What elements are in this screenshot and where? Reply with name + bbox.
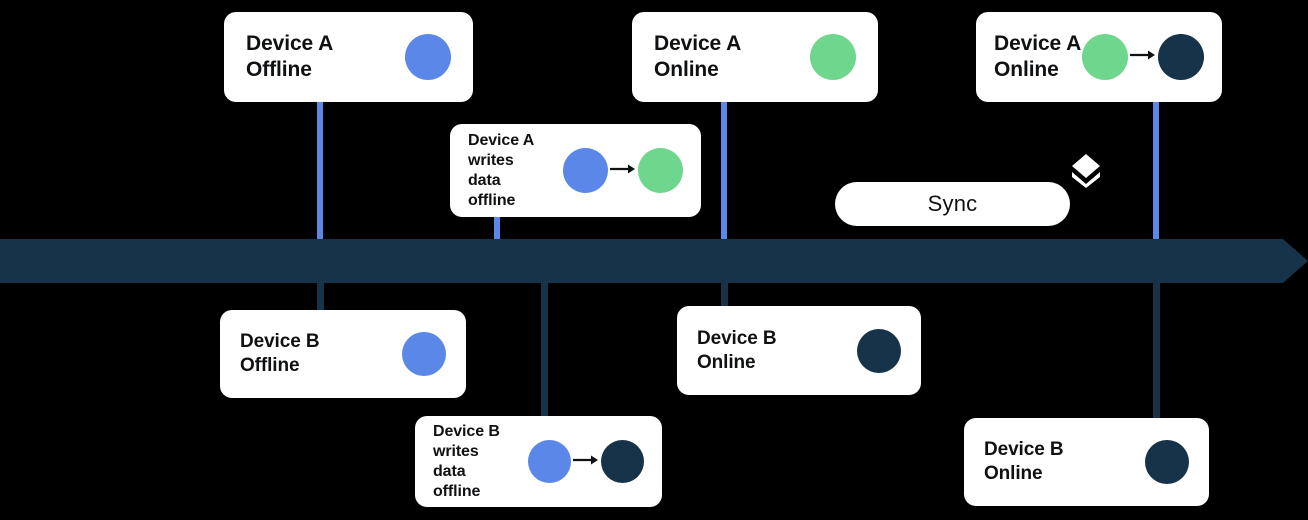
card-device-b-online-label: Device B Online (697, 327, 777, 373)
timeline-arrow (0, 239, 1308, 283)
status-dot-blue (528, 440, 571, 483)
layers-icon (1070, 152, 1102, 193)
card-device-b-offline-dots (402, 332, 446, 376)
card-device-b-writes-offline-dots (528, 440, 644, 483)
connector-device-a-offline (317, 100, 323, 245)
card-device-b-online-synced-dots (1145, 440, 1189, 484)
arrow-right-icon (610, 162, 636, 180)
connector-device-a-online (721, 100, 727, 246)
status-dot-navy (1158, 34, 1204, 80)
status-dot-blue (405, 34, 451, 80)
connector-device-b-offline (317, 276, 324, 314)
status-dot-green (638, 148, 683, 193)
sync-label: Sync (927, 191, 978, 216)
card-device-b-writes-offline-label: Device B writes data offline (433, 422, 500, 500)
card-device-b-writes-offline[interactable]: Device B writes data offline (415, 416, 662, 507)
card-device-a-writes-offline-dots (563, 148, 683, 193)
connector-device-b-writes-offline (541, 276, 548, 421)
card-device-b-online-synced[interactable]: Device B Online (964, 418, 1209, 506)
arrow-right-icon (573, 453, 599, 471)
card-device-b-offline-label: Device B Offline (240, 331, 320, 376)
status-dot-navy (1145, 440, 1189, 484)
status-dot-blue (563, 148, 608, 193)
card-device-a-online-synced-dots (1082, 34, 1204, 80)
card-device-b-online[interactable]: Device B Online (677, 306, 921, 395)
connector-device-b-online-synced (1153, 276, 1160, 421)
status-dot-blue (402, 332, 446, 376)
card-device-b-online-dots (857, 328, 901, 373)
status-dot-navy (857, 328, 901, 373)
status-dot-navy (601, 440, 644, 483)
status-dot-green (1082, 34, 1128, 80)
connector-device-b-online (721, 276, 728, 308)
card-device-a-online[interactable]: Device A Online (632, 12, 878, 102)
card-device-b-online-synced-label: Device B Online (984, 439, 1064, 484)
card-device-a-online-synced-label: Device A Online (994, 31, 1082, 81)
card-device-a-online-dots (810, 34, 856, 80)
card-device-a-offline-label: Device A Offline (246, 31, 334, 81)
card-device-b-offline[interactable]: Device B Offline (220, 310, 466, 398)
card-device-a-offline-dots (405, 34, 451, 80)
connector-device-a-writes-offline (494, 215, 500, 247)
card-device-a-online-synced[interactable]: Device A Online (976, 12, 1222, 102)
status-dot-green (810, 34, 856, 80)
card-device-a-writes-offline[interactable]: Device A writes data offline (450, 124, 701, 217)
connector-device-a-online-synced (1153, 100, 1159, 246)
sync-pill[interactable]: Sync (835, 182, 1070, 226)
card-device-a-writes-offline-label: Device A writes data offline (468, 131, 535, 209)
card-device-a-offline[interactable]: Device A Offline (224, 12, 473, 102)
card-device-a-online-label: Device A Online (654, 31, 742, 81)
arrow-right-icon (1130, 48, 1156, 66)
